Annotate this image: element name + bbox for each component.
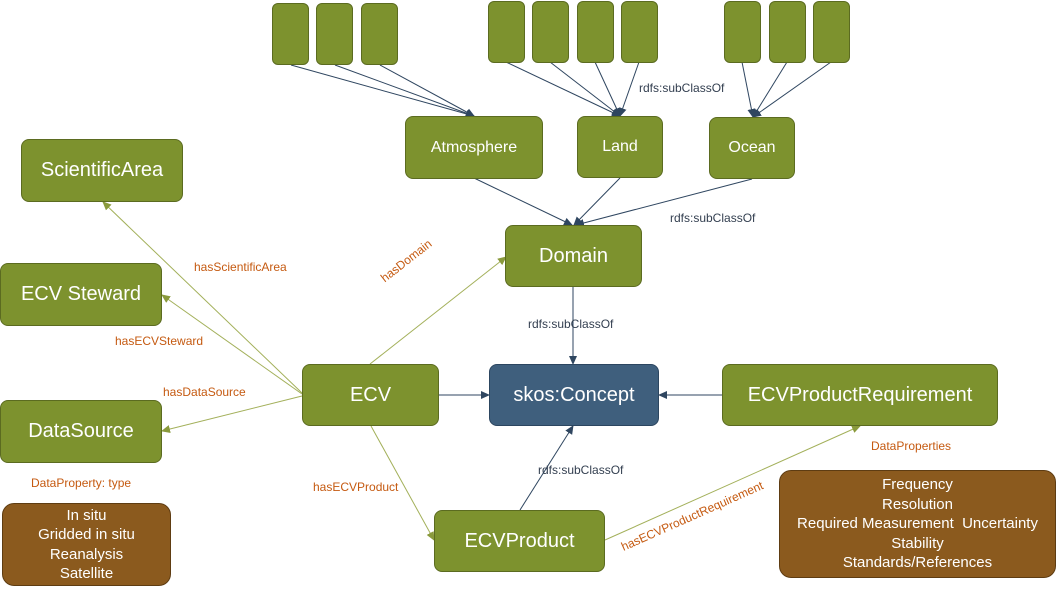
edge-ecv-to-scientific-area <box>102 201 303 394</box>
requirement-properties-box: Frequency Resolution Required Measuremen… <box>779 470 1056 578</box>
atmosphere-node: Atmosphere <box>405 116 543 179</box>
ecv-product-requirement-node: ECVProductRequirement <box>722 364 998 426</box>
data-source-type-item: In situ <box>66 506 107 524</box>
subclass-label-top: rdfs:subClassOf <box>639 81 725 95</box>
edge-ecv-to-data-source <box>161 395 303 433</box>
edge-ecv-to-steward <box>161 294 303 395</box>
edge-land-to-domain <box>573 177 621 226</box>
edge-sub-to-land-1 <box>505 61 621 117</box>
requirement-property-item: Standards/References <box>842 554 993 572</box>
atmosphere-subclass-box-2 <box>316 3 353 65</box>
land-node: Land <box>577 116 663 178</box>
land-subclass-box-4 <box>621 1 658 63</box>
data-source-type-item: Gridded in situ <box>38 526 135 543</box>
edge-sub-to-ocean-2 <box>752 61 788 118</box>
ecv-product-node: ECVProduct <box>434 510 605 572</box>
has-data-source-label: hasDataSource <box>163 385 246 399</box>
ecv-steward-node: ECV Steward <box>0 263 162 326</box>
has-scientific-area-label: hasScientificArea <box>194 260 287 274</box>
edge-ocean-to-domain <box>575 178 753 227</box>
edge-sub-to-atmosphere-2 <box>334 64 475 117</box>
ocean-subclass-box-2 <box>769 1 806 63</box>
land-subclass-box-2 <box>532 1 569 63</box>
domain-node: Domain <box>505 225 642 287</box>
data-source-type-item: Satellite <box>59 565 114 582</box>
requirement-property-item: Stability <box>891 534 944 552</box>
edge-sub-to-land-4 <box>618 61 640 117</box>
subclass-label-ocean: rdfs:subClassOf <box>670 211 756 225</box>
data-source-node: DataSource <box>0 400 162 463</box>
requirement-property-item: Required Measurement Uncertainty <box>797 515 1038 533</box>
edge-sub-to-atmosphere-1 <box>290 64 475 118</box>
ocean-subclass-box-3 <box>813 1 850 63</box>
edge-product-to-concept <box>519 425 574 511</box>
land-subclass-box-3 <box>577 1 614 63</box>
subclass-label-domain: rdfs:subClassOf <box>528 317 614 331</box>
edge-sub-to-atmosphere-3 <box>379 64 475 117</box>
edge-sub-to-land-2 <box>549 61 621 117</box>
edge-product-to-requirement <box>604 425 861 541</box>
data-properties-label: DataProperties <box>871 439 952 453</box>
requirement-property-item: Frequency <box>882 476 953 494</box>
edge-ecv-to-domain <box>369 256 507 365</box>
data-source-type-item: Reanalysis <box>49 545 124 563</box>
ocean-node: Ocean <box>709 117 795 179</box>
edge-sub-to-land-3 <box>594 61 621 117</box>
data-source-types-box: In situ Gridded in situ Reanalysis Satel… <box>2 503 171 586</box>
ecv-node: ECV <box>302 364 439 426</box>
atmosphere-subclass-box-1 <box>272 3 309 65</box>
subclass-label-product: rdfs:subClassOf <box>538 463 624 477</box>
has-ecv-product-label: hasECVProduct <box>313 480 399 494</box>
edge-sub-to-ocean-1 <box>741 61 756 118</box>
has-ecv-steward-label: hasECVSteward <box>115 334 204 348</box>
requirement-property-item: Resolution <box>882 495 953 513</box>
atmosphere-subclass-box-3 <box>361 3 398 65</box>
skos-concept-node: skos:Concept <box>489 364 659 426</box>
edge-ecv-to-product <box>370 425 435 541</box>
ocean-subclass-box-1 <box>724 1 761 63</box>
data-property-type-label: DataProperty: type <box>31 476 132 490</box>
land-subclass-box-1 <box>488 1 525 63</box>
edge-atmosphere-to-domain <box>473 177 573 226</box>
scientific-area-node: ScientificArea <box>21 139 183 202</box>
edge-sub-to-ocean-3 <box>752 61 832 118</box>
